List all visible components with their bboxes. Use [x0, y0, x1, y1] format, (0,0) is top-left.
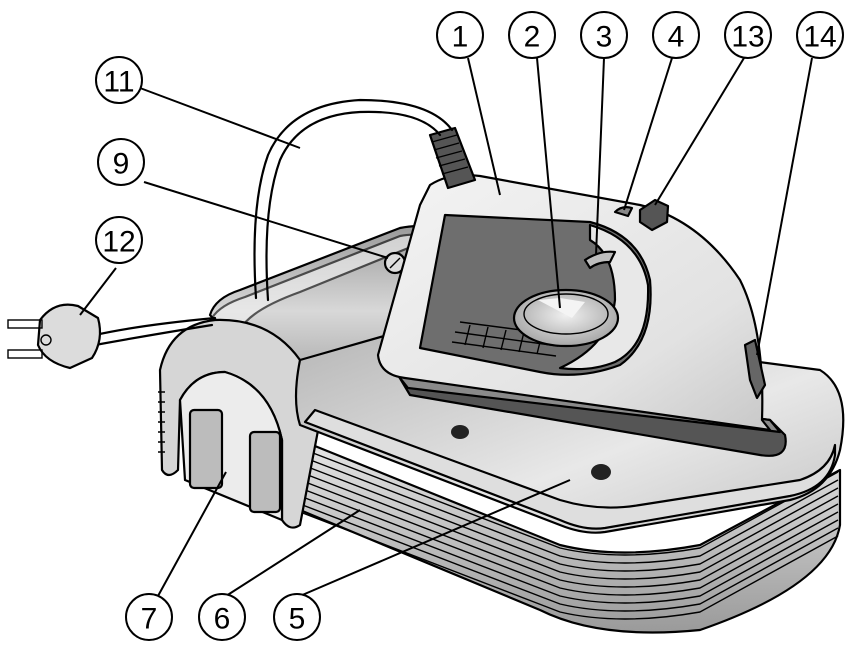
- callout-3: 3: [580, 11, 628, 59]
- svg-text:4: 4: [668, 21, 685, 54]
- svg-text:2: 2: [524, 21, 541, 54]
- tray-foot-left: [451, 425, 469, 439]
- svg-text:6: 6: [214, 603, 231, 636]
- base-rib: [299, 471, 839, 580]
- base-rib: [299, 503, 839, 612]
- steam-hose-outer: [253, 98, 454, 300]
- callout-5: 5: [273, 593, 321, 641]
- hose-strain-relief: [428, 126, 477, 190]
- water-container-slot-right: [248, 430, 282, 514]
- svg-text:3: 3: [596, 21, 613, 54]
- tank-front-arch: [158, 318, 322, 529]
- callout-2: 2: [508, 11, 556, 59]
- base-rib: [299, 463, 839, 572]
- callouts: 1 2 3 4 13 14 11 9: [95, 11, 844, 641]
- svg-text:14: 14: [803, 21, 836, 54]
- callout-9: 9: [97, 138, 145, 186]
- callout-4: 4: [652, 11, 700, 59]
- callout-11: 11: [95, 56, 143, 104]
- water-container-slot-left: [188, 408, 224, 490]
- base-rib: [299, 487, 839, 596]
- steam-selector[interactable]: [583, 250, 617, 270]
- steam-hose: [265, 110, 442, 302]
- base-ribs: [299, 447, 839, 620]
- leader-lines: [79, 57, 813, 597]
- callout-14: 14: [796, 11, 844, 59]
- base-rib: [299, 447, 839, 556]
- base-ribbed-housing: [298, 438, 842, 634]
- base-rib: [299, 479, 839, 588]
- callout-12: 12: [95, 216, 143, 264]
- steam-iron: [376, 126, 787, 457]
- svg-text:7: 7: [141, 603, 158, 636]
- svg-text:9: 9: [113, 148, 130, 181]
- svg-text:12: 12: [102, 226, 135, 259]
- callout-1: 1: [436, 11, 484, 59]
- svg-text:13: 13: [731, 21, 764, 54]
- svg-text:5: 5: [289, 603, 306, 636]
- base-rib: [299, 455, 839, 564]
- tray-foot-right: [591, 464, 611, 480]
- cord-release-lever[interactable]: [743, 338, 767, 400]
- steam-shot-button[interactable]: [638, 198, 670, 232]
- mains-plug: [7, 303, 217, 370]
- callout-6: 6: [198, 593, 246, 641]
- base-rib: [299, 511, 839, 620]
- callout-7: 7: [125, 593, 173, 641]
- svg-text:1: 1: [452, 21, 469, 54]
- temperature-dial[interactable]: [512, 288, 620, 348]
- svg-text:11: 11: [103, 66, 134, 99]
- base-rib: [299, 495, 839, 604]
- callout-13: 13: [724, 11, 772, 59]
